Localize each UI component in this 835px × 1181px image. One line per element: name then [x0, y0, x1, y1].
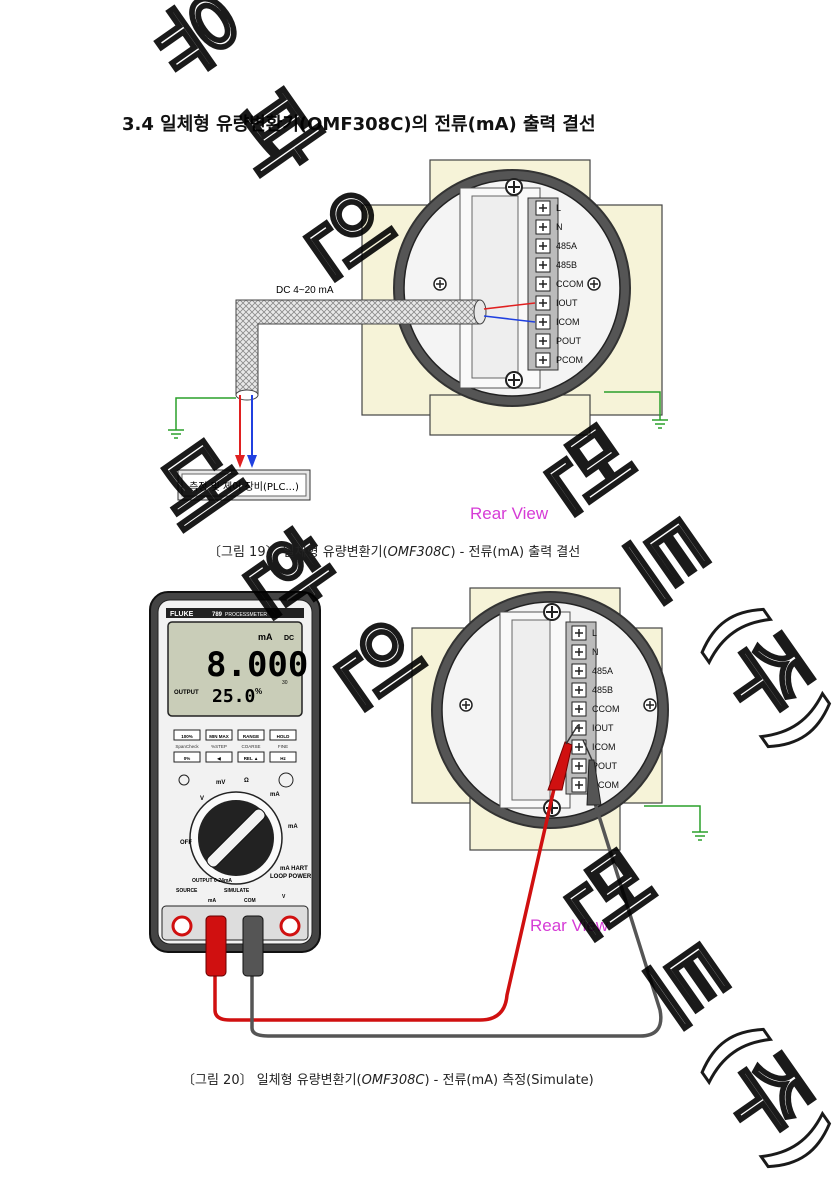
lcd-output-label: OUTPUT: [174, 690, 199, 696]
meter-key-row2-label: REL ▲: [244, 756, 259, 761]
lcd-unit: mA: [258, 632, 273, 642]
lcd-mode: DC: [284, 635, 294, 642]
meter-key-row1: [269, 729, 297, 741]
meter-model: 789: [212, 612, 223, 618]
meter-bottom-label: SIMULATE: [224, 888, 250, 894]
meter-model-suffix: PROCESSMETER: [225, 612, 267, 618]
meter-key-row1: [205, 729, 233, 741]
meter-key-row1-label: 100%: [181, 734, 193, 739]
meter-brand: FLUKE: [170, 611, 194, 618]
terminal-label-l: L: [592, 628, 597, 638]
lcd-reading: 8.000: [206, 645, 308, 685]
svg-text:트: 트: [604, 500, 729, 620]
figure1-caption: 〔그림 19〕 일체형 유량변환기(OMF308C) - 전류(mA) 출력 결…: [208, 545, 581, 560]
terminal-label-icom: ICOM: [556, 317, 580, 327]
svg-text:파: 파: [214, 75, 339, 195]
terminal-label-pcom: PCOM: [556, 355, 583, 365]
section-title: 3.4 일체형 유량변환기(OMF308C)의 전류(mA) 출력 결선: [122, 114, 596, 135]
terminal-label-n: N: [556, 222, 563, 232]
meter-key-row2-label: 0%: [184, 756, 191, 761]
terminal-label-485a: 485A: [592, 666, 613, 676]
dial-label: V: [200, 796, 204, 802]
screw-icon: [433, 178, 601, 389]
terminal-label-ccom: CCOM: [556, 279, 584, 289]
meter-bottom-label: OUTPUT 0-24mA: [192, 878, 232, 884]
shielded-cable: [168, 299, 668, 468]
figure2-converter: LN 485A 485B CCOM IOUT ICOM POUT PCOM: [411, 587, 708, 851]
terminal-label-pcom: PCOM: [592, 780, 619, 790]
meter-key-row2-label: ◀: [216, 756, 221, 761]
ground-icon: [692, 831, 708, 841]
dial-label: OFF: [180, 840, 192, 846]
terminal-label-n: N: [592, 647, 599, 657]
meter-key-function-label: SpanCheck: [175, 744, 199, 749]
terminal-label-485a: 485A: [556, 241, 577, 251]
cable-label: DC 4~20 mA: [276, 285, 334, 296]
svg-text:(주): (주): [684, 585, 835, 767]
terminal-label-pout: POUT: [592, 761, 618, 771]
meter-key-function-label: FINE: [278, 744, 288, 749]
dial-label: mA HART: [280, 866, 308, 872]
lcd-scale: 30: [282, 680, 288, 686]
meter-bottom-label: SOURCE: [176, 888, 198, 894]
meter-key-function-label: COARSE: [241, 744, 260, 749]
meter-key-row2: [173, 751, 201, 763]
terminal-label-485b: 485B: [556, 260, 577, 270]
plc-device-label: 측정 및 제어 장비(PLC...): [189, 481, 299, 493]
figure2-caption: 〔그림 20〕 일체형 유량변환기(OMF308C) - 전류(mA) 측정(S…: [182, 1073, 594, 1088]
dial-label: mV: [216, 780, 225, 786]
meter-key-row2: [205, 751, 233, 763]
rear-view-label: Rear View: [470, 504, 549, 523]
dial-label: LOOP POWER: [270, 874, 312, 880]
meter-key-row2: [269, 751, 297, 763]
svg-text:(주): (주): [684, 1005, 835, 1181]
meter-key-row1: [237, 729, 265, 741]
meter-key-row1-label: RANGE: [243, 734, 259, 739]
dial-label: mA: [270, 792, 280, 798]
meter-key-row1-label: MIN MAX: [209, 734, 229, 739]
lcd-percent: 25.0: [212, 686, 255, 707]
terminal-label-pout: POUT: [556, 336, 582, 346]
meter-key-row2-label: Hz: [280, 756, 286, 761]
svg-text:유: 유: [134, 0, 259, 95]
dial-label: Ω: [244, 778, 249, 784]
svg-text:먼: 먼: [544, 835, 669, 955]
terminal-label-iout: IOUT: [556, 298, 578, 308]
meter-key-row1: [173, 729, 201, 741]
rear-view-label-2: Rear View: [530, 916, 609, 935]
svg-text:트: 트: [624, 925, 749, 1045]
ground-icon: [652, 419, 668, 429]
terminal-label-l: L: [556, 203, 561, 213]
terminal-label-485b: 485B: [592, 685, 613, 695]
dial-label: mA: [288, 824, 298, 830]
terminal-label-iout: IOUT: [592, 723, 614, 733]
lcd-percent-sign: %: [255, 687, 262, 696]
meter-key-row2: [237, 751, 265, 763]
figure1-converter: LN 485A 485B CCOM IOUT ICOM POUT PCOM: [361, 159, 663, 436]
meter-bottom-label: mA: [208, 898, 216, 904]
meter-bottom-label: COM: [244, 898, 256, 904]
multimeter: FLUKE 789 PROCESSMETER mA DC 8.000 30 OU…: [149, 591, 321, 977]
test-leads: [213, 724, 663, 1038]
meter-key-row1-label: HOLD: [277, 734, 290, 739]
ground-icon: [168, 429, 184, 439]
meter-key-function-label: %STEP: [211, 744, 227, 749]
terminal-label-icom: ICOM: [592, 742, 616, 752]
meter-bottom-label: V: [282, 894, 286, 900]
terminal-label-ccom: CCOM: [592, 704, 620, 714]
